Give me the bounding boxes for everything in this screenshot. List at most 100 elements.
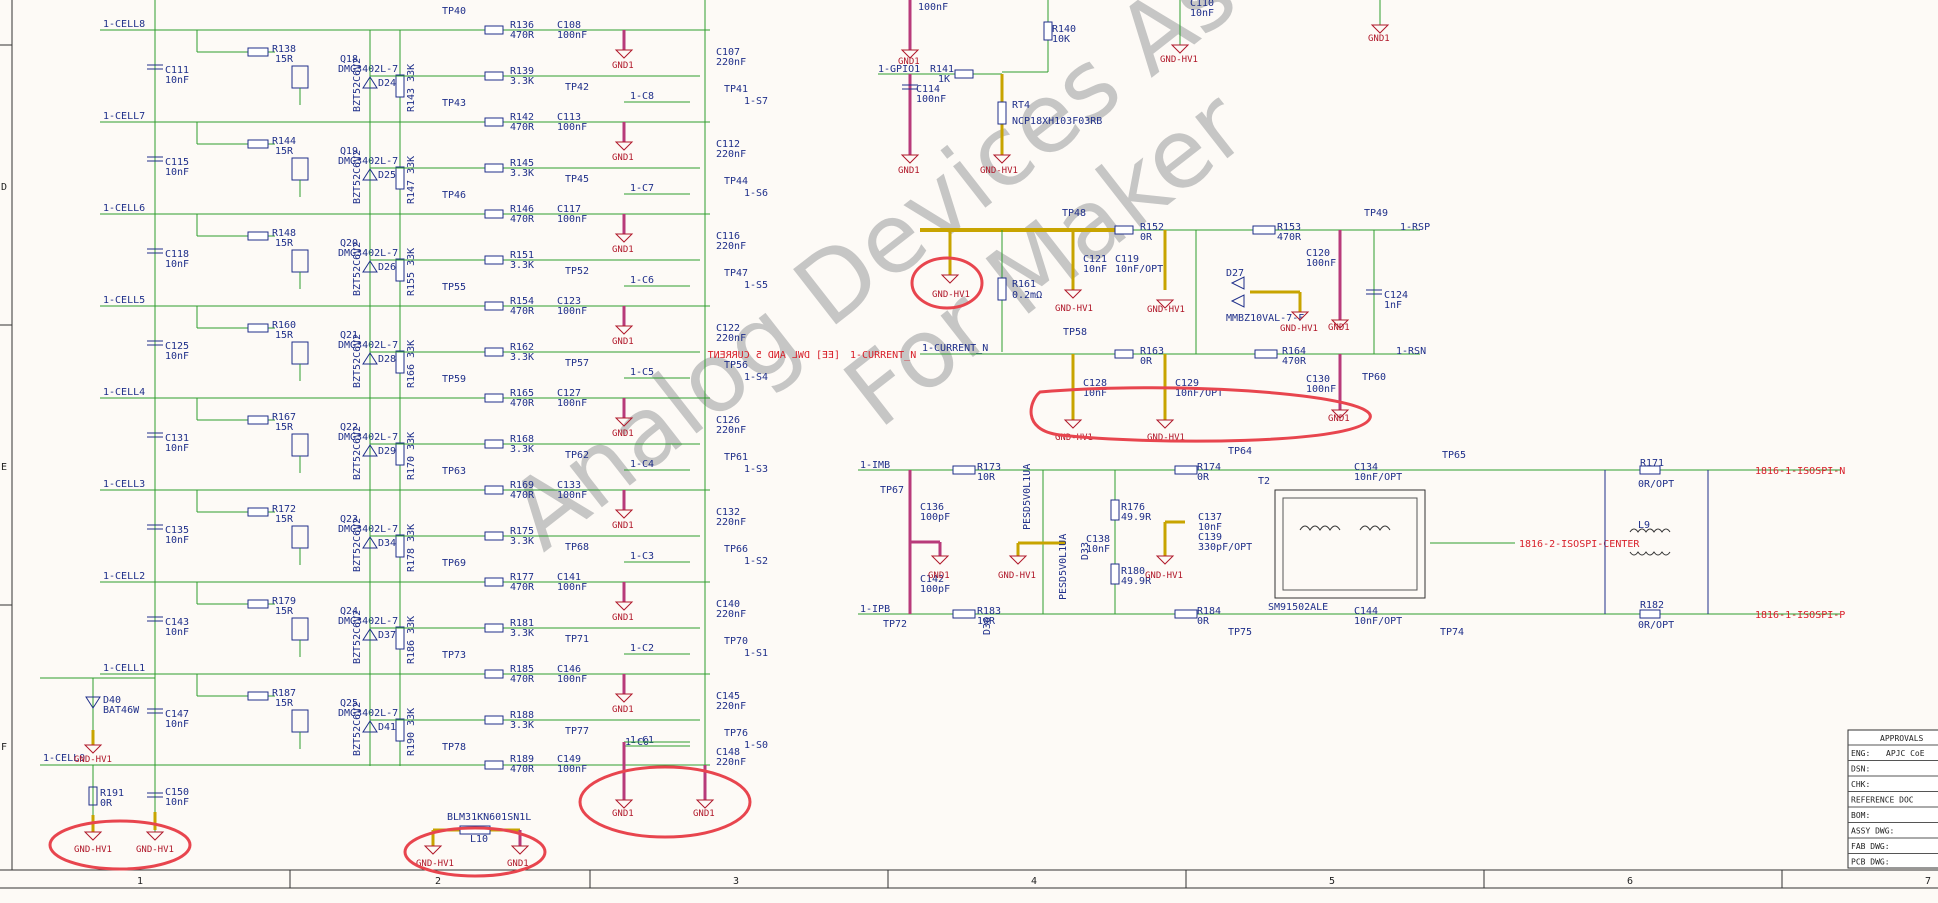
c120-val: 100nF [1306,258,1336,269]
ruler-col-5: 5 [1329,876,1335,887]
out-cap-ref: C107 [716,47,740,58]
s-net-label: 1-S4 [744,372,768,383]
tp49-ref: TP49 [1364,208,1388,219]
gnd1-symbol [614,233,634,243]
s-net-label: 1-S2 [744,556,768,567]
balance-res-val: 3.3K [510,260,534,271]
isospi-section: 1-IMB 1-IPB TP67 TP72 R173 10R R183 10R … [858,446,1845,638]
out-cap-val: 220nF [716,517,746,528]
gate-resistor [247,47,269,57]
c144-val: 10nF/OPT [1354,616,1402,627]
net-current-n: 1-CURRENT_N [922,343,988,354]
r152-val: 0R [1140,232,1153,243]
title-block-frame [1847,729,1938,869]
tp-ref: TP43 [442,98,466,109]
drain-resistor [395,74,405,98]
drain-res-ref: R147 33K [406,156,417,204]
title-block-label: REFERENCE DOC [1851,796,1914,805]
c134-val: 10nF/OPT [1354,472,1402,483]
filter-resistor [484,25,504,35]
thermistor-section: 100nF GND1 R140 10K C110 10nF GND-HV1 GN… [878,0,1390,176]
l9-ref: L9 [1638,520,1650,531]
ferrite-l10: BLM31KN601SN1L L10 GND-HV1 GND1 [416,812,531,869]
r153-val: 470R [1277,232,1302,243]
mosfet-part: DMG3402L-7 [338,524,398,535]
d36-part: PESD5V0L1UA [1058,534,1069,600]
tp2-ref: TP45 [565,174,589,185]
s-net-label: 1-S3 [744,464,768,475]
mosfet-ref: Q20 [340,238,358,249]
gnd-label: GND-HV1 [1147,433,1185,443]
filter-cap-val: 100nF [557,490,587,501]
cap-val: 10nF [165,535,189,546]
title-block-heading: APPROVALS [1880,734,1924,743]
tp2-ref: TP62 [565,450,589,461]
cap-val: 10nF [165,75,189,86]
mosfet-body [291,709,309,733]
cap-ref: C125 [165,341,189,352]
balance-res-val: 3.3K [510,444,534,455]
cap-val: 10nF [165,719,189,730]
c124-val: 1nF [1384,300,1402,311]
filter-res-val: 470R [510,30,535,41]
drain-resistor [395,534,405,558]
balance-res-val: 3.3K [510,168,534,179]
zener-part: BZT52C6V2 [352,58,363,112]
ferrite-ref: L10 [470,834,488,845]
diode-ref: D28 [378,354,396,365]
ruler-col-1: 1 [137,876,143,887]
filter-res-ref: R165 [510,388,534,399]
net-rsp: 1-RSP [1400,222,1430,233]
r161-val: 0.2mΩ [1012,290,1042,301]
gnd-label: GND1 [612,809,634,819]
ruler-col-7: 7 [1925,876,1931,887]
cap-ref: C147 [165,709,189,720]
zener-part: BZT52C6V2 [352,334,363,388]
r180-val: 49.9R [1121,576,1152,587]
zener-part: BZT52C6V2 [352,242,363,296]
c142-ref: C142 [920,574,944,585]
diode-ref: D25 [378,170,396,181]
out-cap-ref: C140 [716,599,740,610]
r171-val: 0R/OPT [1638,479,1674,490]
cap-val: 10nF [165,167,189,178]
net-1-cell6: 1-CELL6 [103,203,145,214]
gnd-label: GND-HV1 [980,166,1018,176]
filter-cap-val: 100nF [557,674,587,685]
title-block-label: BOM: [1851,811,1870,820]
balance-resistor [484,163,504,173]
drain-res-ref: R186 33K [406,616,417,664]
r174-ref: R174 [1197,462,1221,473]
tp2-ref: TP57 [565,358,589,369]
tp-ref: TP46 [442,190,466,201]
current-mirror: [EE] DWL AND 5 CURRENT [708,350,840,361]
tp2-ref: TP42 [565,82,589,93]
balance-resistor [484,531,504,541]
title-block-label: ENG: [1851,749,1870,758]
ruler-col-2: 2 [435,876,441,887]
c119-ref: C119 [1115,254,1139,265]
mosfet-ref: Q25 [340,698,358,709]
c148-val: 220nF [716,757,746,768]
r164-ref: R164 [1282,346,1306,357]
d33-ref: D33 [1080,542,1091,560]
s-net-label: 1-S1 [744,648,768,659]
drain-res-ref: R155 33K [406,248,417,296]
cap-val: 10nF [165,443,189,454]
c136-val: 100pF [920,512,950,523]
r182-val: 0R/OPT [1638,620,1674,631]
title-block-value: APJC CoE [1886,749,1925,758]
r140-val: 10K [1052,34,1070,45]
gnd-label: GND1 [1328,414,1350,424]
gnd-label: GND1 [612,245,634,255]
r141-val: 1K [938,74,950,85]
diode-ref: D29 [378,446,396,457]
zener-part: BZT52C6V2 [352,150,363,204]
r140-ref: R140 [1052,24,1076,35]
net-1-cell8: 1-CELL8 [103,19,145,30]
balance-res-ref: R151 [510,250,534,261]
net-1-cell7: 1-CELL7 [103,111,145,122]
